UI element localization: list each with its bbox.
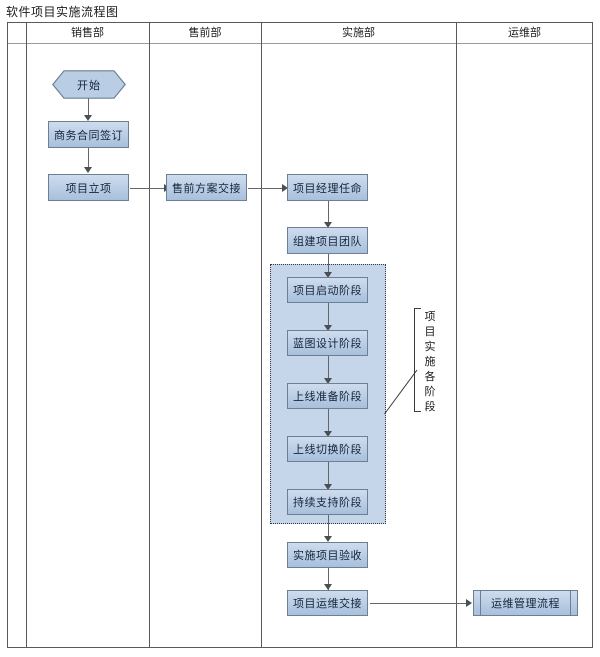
- node-pm-appointment[interactable]: 项目经理任命: [287, 174, 368, 201]
- node-ops-process-label: 运维管理流程: [491, 598, 560, 610]
- node-phase-kickoff-label: 项目启动阶段: [293, 285, 362, 297]
- node-phase-blueprint-label: 蓝图设计阶段: [293, 338, 362, 350]
- connector-support-acceptance: [328, 515, 329, 537]
- node-start[interactable]: 开始: [52, 70, 126, 99]
- lane-header-ops: 运维部: [508, 27, 541, 39]
- node-acceptance[interactable]: 实施项目验收: [287, 542, 368, 568]
- arrowhead-kickoff: [324, 272, 332, 278]
- connector-prep-switch: [328, 409, 329, 433]
- node-initiation[interactable]: 项目立项: [48, 174, 129, 201]
- arrowhead-pm: [282, 184, 288, 192]
- lane-divider-2: [261, 23, 262, 647]
- node-team-building[interactable]: 组建项目团队: [287, 227, 368, 254]
- node-contract-label: 商务合同签订: [54, 129, 123, 142]
- node-team-building-label: 组建项目团队: [293, 235, 362, 248]
- node-contract[interactable]: 商务合同签订: [48, 121, 129, 148]
- arrowhead-handover: [324, 584, 332, 590]
- arrowhead-blueprint: [324, 325, 332, 331]
- arrowhead-switch: [324, 431, 332, 437]
- connector-initiation-presales: [130, 188, 166, 189]
- annotation-leader-line: [384, 369, 418, 415]
- page-title: 软件项目实施流程图: [6, 5, 119, 19]
- annotation-bracket: [414, 308, 421, 412]
- header-divider: [8, 43, 592, 44]
- arrowhead-prep: [324, 378, 332, 384]
- connector-blueprint-prep: [328, 356, 329, 380]
- lane-divider-0: [26, 23, 27, 647]
- annotation-label: 项目实施各阶段: [424, 311, 436, 413]
- lane-divider-3: [456, 23, 457, 647]
- predefined-left-bar: [480, 591, 481, 615]
- arrowhead-support: [324, 484, 332, 490]
- connector-contract-initiation: [88, 148, 89, 168]
- predefined-right-bar: [570, 591, 571, 615]
- arrowhead-acceptance: [324, 536, 332, 542]
- node-phase-blueprint[interactable]: 蓝图设计阶段: [287, 330, 368, 356]
- node-pm-appointment-label: 项目经理任命: [293, 182, 362, 195]
- node-acceptance-label: 实施项目验收: [293, 550, 362, 562]
- connector-pm-team: [328, 201, 329, 223]
- lane-header-sales: 销售部: [71, 27, 104, 39]
- arrowhead-initiation: [84, 167, 92, 173]
- swimlane-table: 销售部 售前部 实施部 运维部: [7, 22, 593, 648]
- lane-header-presales: 售前部: [188, 27, 222, 39]
- node-phase-golive-switch-label: 上线切换阶段: [293, 444, 362, 456]
- node-phase-golive-prep-label: 上线准备阶段: [293, 391, 362, 403]
- connector-handover-opsprocess: [370, 603, 468, 604]
- node-start-label: 开始: [77, 79, 101, 92]
- node-ops-handover-label: 项目运维交接: [293, 598, 362, 610]
- node-ops-process[interactable]: 运维管理流程: [473, 590, 578, 616]
- connector-start-contract: [88, 98, 89, 116]
- connector-team-kickoff: [328, 254, 329, 276]
- connector-switch-support: [328, 462, 329, 486]
- node-phase-golive-switch[interactable]: 上线切换阶段: [287, 436, 368, 462]
- node-presales-handover[interactable]: 售前方案交接: [166, 174, 247, 201]
- connector-acceptance-handover: [328, 568, 329, 590]
- node-presales-handover-label: 售前方案交接: [172, 182, 241, 195]
- arrowhead-opsprocess: [466, 599, 472, 607]
- node-phase-golive-prep[interactable]: 上线准备阶段: [287, 383, 368, 409]
- node-phase-support[interactable]: 持续支持阶段: [287, 489, 368, 515]
- node-phase-support-label: 持续支持阶段: [293, 497, 362, 509]
- node-initiation-label: 项目立项: [65, 182, 112, 195]
- node-phase-kickoff[interactable]: 项目启动阶段: [287, 277, 368, 303]
- node-ops-handover[interactable]: 项目运维交接: [287, 590, 368, 616]
- connector-presales-pm: [248, 188, 284, 189]
- arrowhead-team: [324, 222, 332, 228]
- arrowhead-contract: [84, 115, 92, 121]
- connector-kickoff-blueprint: [328, 303, 329, 327]
- lane-divider-1: [149, 23, 150, 647]
- lane-header-delivery: 实施部: [342, 27, 375, 39]
